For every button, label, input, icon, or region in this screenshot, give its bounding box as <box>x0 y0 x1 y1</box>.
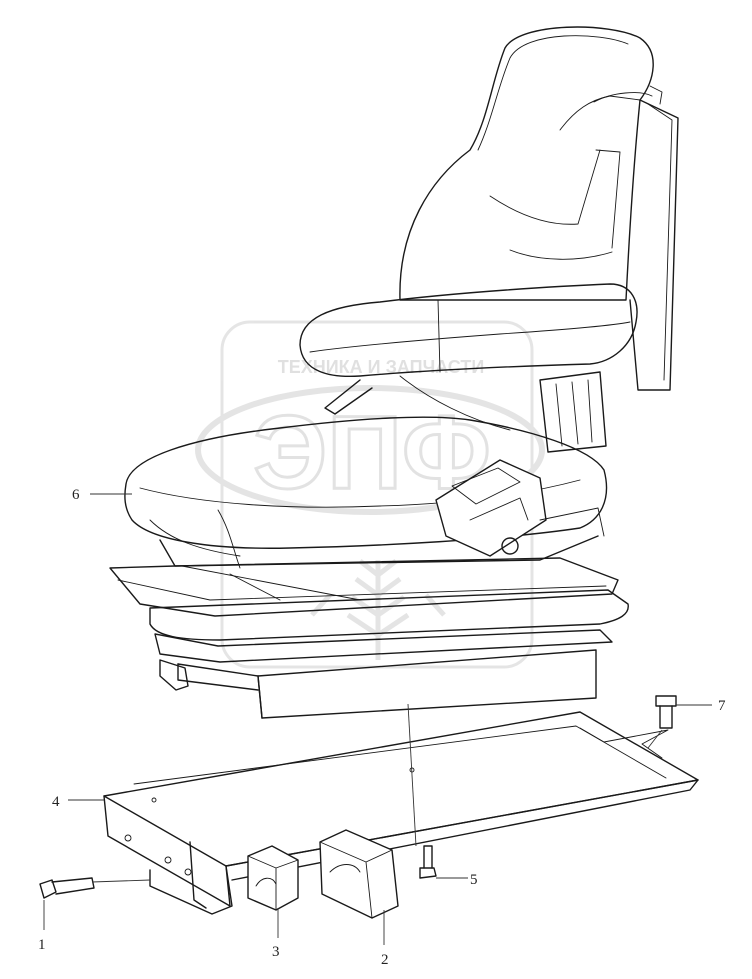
clamp-part-3 <box>247 845 299 911</box>
callout-3: 3 <box>272 944 280 960</box>
backrest <box>399 26 654 301</box>
recliner-box <box>539 371 607 453</box>
suspension-layer-mid <box>154 629 613 663</box>
clamp-part-2 <box>319 829 399 919</box>
callout-5: 5 <box>470 872 478 888</box>
watermark-ellipse <box>195 385 545 515</box>
bracket-top-plate <box>103 711 699 867</box>
slide-rail <box>109 557 619 617</box>
callout-6: 6 <box>72 487 80 503</box>
bolt-part-7 <box>655 695 677 729</box>
watermark: ТЕХНИКА И ЗАПЧАСТИ ЭПФ <box>195 320 545 669</box>
callout-7: 7 <box>718 698 726 714</box>
callout-1: 1 <box>38 937 46 953</box>
suspension-layer-top <box>149 589 629 641</box>
backrest-side-panel <box>629 99 679 391</box>
bracket-front-face <box>103 795 231 907</box>
watermark-top-text: ТЕХНИКА И ЗАПЧАСТИ <box>278 357 485 377</box>
bracket-foot <box>149 865 233 915</box>
wheat-emblem-icon <box>310 559 446 660</box>
armrest <box>299 283 638 378</box>
leader-lines <box>43 493 712 945</box>
seat-assembly <box>124 26 679 569</box>
suspension-base <box>177 649 597 719</box>
callout-2: 2 <box>381 952 389 968</box>
mounting-bracket <box>103 711 699 915</box>
bolt-part-1 <box>39 877 95 899</box>
bolt-part-5 <box>419 845 437 879</box>
seat-suspension <box>109 557 629 719</box>
callout-4: 4 <box>52 794 60 810</box>
seat-buckle <box>435 459 547 557</box>
